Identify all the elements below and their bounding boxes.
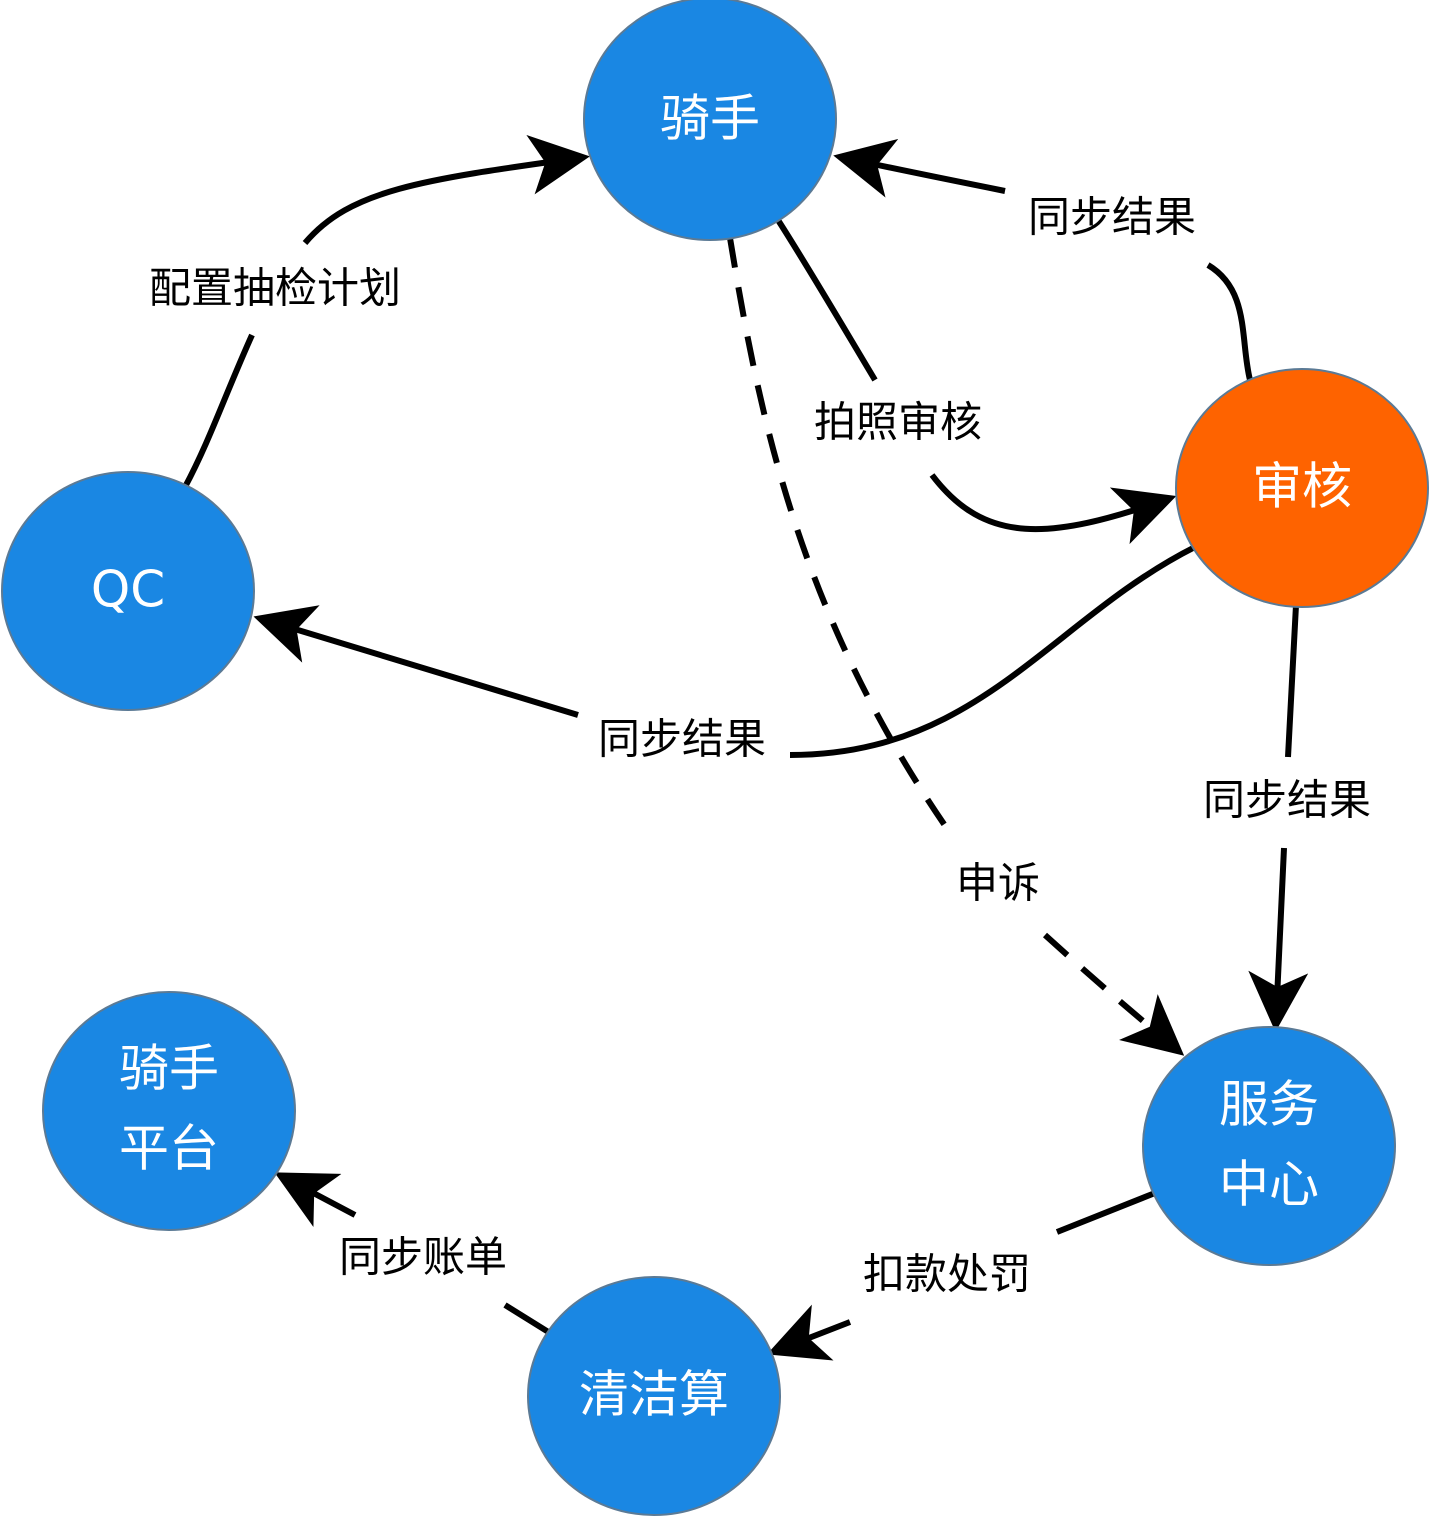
edge-review-to-rider: 同步结果 bbox=[845, 158, 1253, 381]
edge-review-to-qc-label: 同步结果 bbox=[598, 715, 766, 764]
edge-rider-to-review: 拍照审核 bbox=[775, 218, 1165, 529]
node-qc-circle bbox=[1, 471, 255, 711]
edge-qc-to-rider-line bbox=[182, 158, 578, 489]
edge-review-to-service-label: 同步结果 bbox=[1203, 776, 1371, 825]
edge-rider-to-service: 申诉 bbox=[727, 237, 1175, 1048]
node-rider-platform-label-line1: 骑手 bbox=[119, 1040, 219, 1098]
edge-service-to-clearing-label: 扣款处罚 bbox=[863, 1250, 1031, 1299]
edge-review-to-qc-line bbox=[265, 544, 1197, 758]
node-clearing[interactable]: 清洁算 bbox=[527, 1276, 781, 1516]
edge-service-to-clearing: 扣款处罚 bbox=[778, 1190, 1157, 1350]
edge-clearing-to-platform: 同步账单 bbox=[285, 1178, 552, 1336]
node-rider-label: 骑手 bbox=[660, 90, 760, 148]
edge-qc-to-rider-label: 配置抽检计划 bbox=[149, 264, 401, 313]
edge-review-to-service: 同步结果 bbox=[1203, 604, 1371, 1020]
node-rider-circle bbox=[583, 0, 837, 241]
edge-clearing-to-platform-label: 同步账单 bbox=[339, 1233, 507, 1282]
node-rider[interactable]: 骑手 bbox=[583, 0, 837, 241]
node-service-center-label-line1: 服务 bbox=[1219, 1076, 1319, 1134]
edge-rider-to-review-label: 拍照审核 bbox=[814, 398, 982, 447]
node-service-center-circle bbox=[1142, 1026, 1396, 1266]
node-clearing-circle bbox=[527, 1276, 781, 1516]
node-review[interactable]: 审核 bbox=[1175, 368, 1429, 608]
node-qc-label: QC bbox=[91, 561, 165, 619]
edge-review-to-rider-label: 同步结果 bbox=[1028, 193, 1196, 242]
node-rider-platform-circle bbox=[42, 991, 296, 1231]
node-service-center-label-line2: 中心 bbox=[1219, 1156, 1319, 1214]
node-service-center[interactable]: 服务 中心 bbox=[1142, 1026, 1396, 1266]
edge-rider-to-service-line bbox=[727, 237, 1175, 1048]
edge-qc-to-rider: 配置抽检计划 bbox=[149, 158, 578, 489]
node-review-label: 审核 bbox=[1252, 458, 1352, 516]
node-qc[interactable]: QC bbox=[1, 471, 255, 711]
node-rider-platform[interactable]: 骑手 平台 bbox=[42, 991, 296, 1231]
edge-review-to-rider-line bbox=[845, 158, 1253, 381]
edge-service-to-clearing-line bbox=[778, 1190, 1157, 1350]
edge-rider-to-review-line bbox=[775, 218, 1165, 529]
node-rider-platform-label-line2: 平台 bbox=[119, 1120, 219, 1178]
edge-review-to-service-line bbox=[1276, 604, 1296, 1020]
node-review-circle bbox=[1175, 368, 1429, 608]
node-clearing-label: 清洁算 bbox=[579, 1366, 729, 1424]
edge-clearing-to-platform-line bbox=[285, 1178, 552, 1336]
edge-rider-to-service-label: 申诉 bbox=[956, 859, 1040, 908]
edge-review-to-qc: 同步结果 bbox=[265, 544, 1197, 764]
